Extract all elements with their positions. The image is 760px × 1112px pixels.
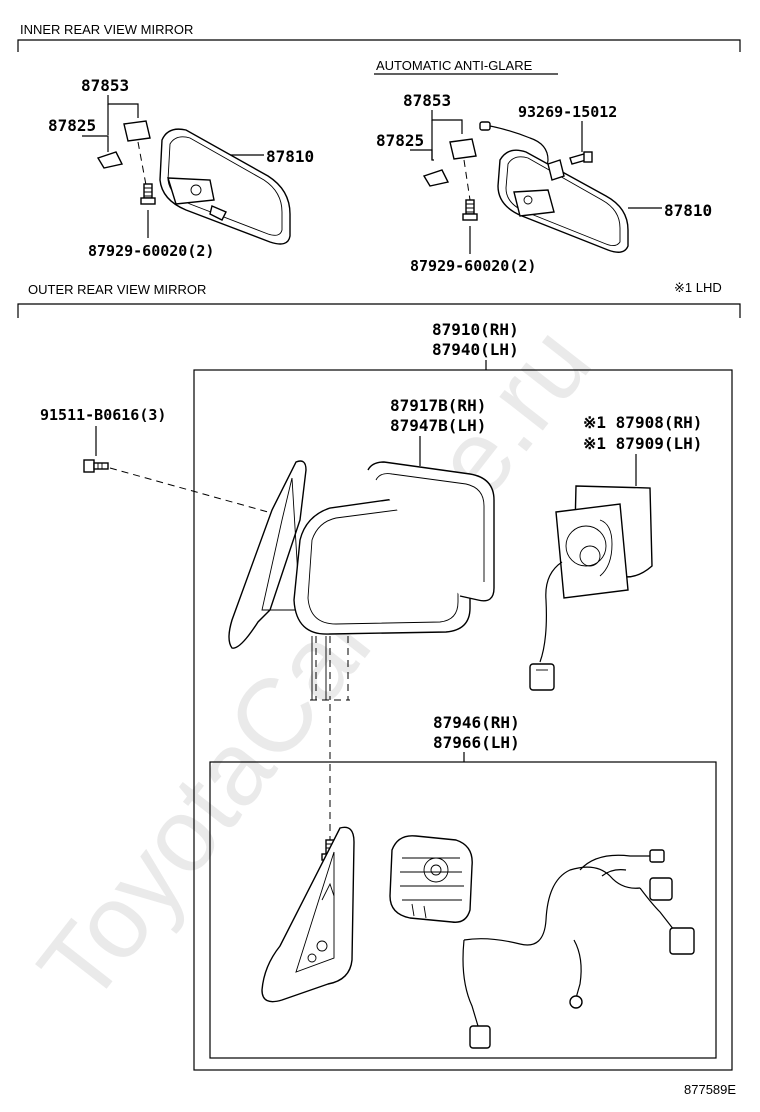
- diagram-code: 877589E: [684, 1082, 736, 1097]
- auto-antiglare-mirror-group: AUTOMATIC ANTI-GLARE 87853 87825 93269-1…: [374, 58, 712, 275]
- label-87825-auto[interactable]: 87825: [376, 131, 424, 150]
- inner-mirror-body-icon: [159, 128, 291, 245]
- auto-antiglare-title: AUTOMATIC ANTI-GLARE: [376, 58, 533, 73]
- label-87946-rh[interactable]: 87946(RH): [433, 713, 520, 732]
- label-87825-standard[interactable]: 87825: [48, 116, 96, 135]
- outer-mirror-section: OUTER REAR VIEW MIRROR ※1 LHD 87910(RH) …: [17, 280, 741, 1097]
- auto-screw-93269-icon: [569, 151, 593, 165]
- inner-section-bracket: [17, 39, 741, 52]
- label-91511-b0616[interactable]: 91511-B0616(3): [40, 406, 166, 424]
- housing-dash-lines: [315, 636, 349, 700]
- outer-section-bracket: [17, 303, 741, 318]
- mirror-cover-pad-icon: [123, 120, 151, 142]
- label-87908-rh[interactable]: ※1 87908(RH): [583, 413, 702, 432]
- label-87909-lh[interactable]: ※1 87909(LH): [583, 434, 702, 453]
- sub-assembly-frame: [209, 761, 717, 1059]
- auto-cover-dash-line: [463, 159, 471, 201]
- inner-section-title: INNER REAR VIEW MIRROR: [20, 22, 193, 37]
- label-87929-auto[interactable]: 87929-60020(2): [410, 257, 536, 275]
- auto-mount-screw-icon: [462, 199, 478, 221]
- label-87966-lh[interactable]: 87966(LH): [433, 733, 520, 752]
- label-87853-standard[interactable]: 87853: [81, 76, 129, 95]
- lower-wire-harness-icon: [462, 849, 695, 1049]
- connector-a-icon: [649, 849, 665, 863]
- auto-cover-clip-icon: [422, 169, 450, 187]
- leader-87825-auto-2: [410, 149, 434, 161]
- leader-87853: [107, 95, 139, 118]
- label-87853-auto[interactable]: 87853: [403, 91, 451, 110]
- leader-87825: [82, 135, 109, 152]
- bulb-socket-icon: [569, 995, 583, 1009]
- mount-screw-icon: [140, 183, 156, 205]
- label-87917b-rh[interactable]: 87917B(RH): [390, 396, 486, 415]
- leader-87853-auto: [431, 110, 463, 134]
- standard-mirror-group: 87853 87825 87810 87929-60020(2): [48, 76, 314, 260]
- label-93269-15012[interactable]: 93269-15012: [518, 103, 617, 121]
- auto-mirror-body-icon: [497, 149, 629, 253]
- cover-clip-icon: [96, 151, 124, 169]
- label-87810-auto[interactable]: 87810: [664, 201, 712, 220]
- connector-d-icon: [469, 1025, 491, 1049]
- label-87940-lh[interactable]: 87940(LH): [432, 340, 519, 359]
- bolt-91511-icon: [83, 459, 109, 473]
- label-87947b-lh[interactable]: 87947B(LH): [390, 416, 486, 435]
- label-87929-standard[interactable]: 87929-60020(2): [88, 242, 214, 260]
- lower-motor-mechanism-icon: [389, 835, 473, 923]
- connector-c-icon: [669, 927, 695, 955]
- label-87910-rh[interactable]: 87910(RH): [432, 320, 519, 339]
- outer-section-title: OUTER REAR VIEW MIRROR: [28, 282, 206, 297]
- mirror-motor-unit-icon: [529, 485, 653, 691]
- cover-dash-line: [137, 141, 147, 186]
- connector-b-icon: [649, 877, 673, 901]
- label-87810-standard[interactable]: 87810: [266, 147, 314, 166]
- outer-mirror-glass-icon: [367, 461, 495, 602]
- auto-cover-pad-icon: [449, 138, 477, 160]
- lhd-note: ※1 LHD: [674, 280, 722, 295]
- inner-mirror-section: INNER REAR VIEW MIRROR 87853 87825 87810…: [17, 22, 741, 275]
- assembly-frame: [193, 369, 733, 1071]
- bolt-dash-line: [109, 467, 269, 513]
- lower-base-icon: [261, 826, 355, 1003]
